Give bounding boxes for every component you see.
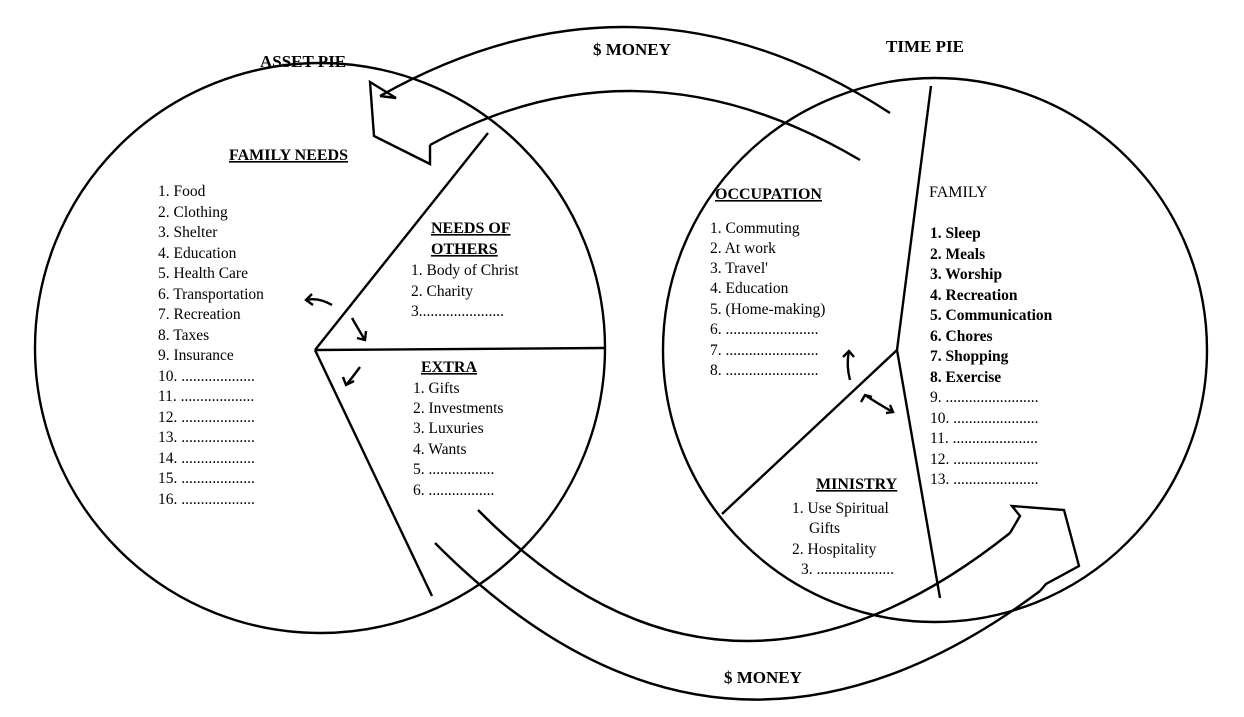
asset-pie-divider-middle [314, 346, 605, 352]
list-item: 13. ................... [158, 429, 255, 446]
list-item: 5. Communication [930, 307, 1053, 324]
list-item: 8. ........................ [710, 362, 819, 379]
list-item: 11. ................... [158, 388, 254, 405]
money-arrow-top-inner [429, 89, 861, 162]
list-item: 7. Recreation [158, 306, 241, 323]
money-arrow-top [368, 25, 891, 166]
list-item: 10. ...................... [930, 410, 1039, 427]
time-pie-divider-family-lower [895, 349, 942, 599]
arrow-icon [864, 394, 894, 414]
money-arrow-top-outer [379, 25, 891, 115]
arrow-icon [341, 376, 355, 387]
arrow-icon [859, 393, 873, 403]
list-item: 3. Worship [930, 266, 1002, 283]
list-item: 12. ................... [158, 409, 255, 426]
time-pie-divider-occupation [721, 349, 898, 515]
list-item: 4. Education [710, 280, 789, 297]
asset-pie-divider-upper [314, 132, 489, 351]
list-item: 14. ................... [158, 450, 255, 467]
list-item: 1. Sleep [930, 225, 981, 242]
list-item: 2. Clothing [158, 204, 228, 221]
arrow-icon [304, 293, 314, 306]
time-pie-label: TIME PIE [886, 37, 964, 56]
money-arrow-bottom [434, 504, 1081, 701]
list-item: 2. Charity [411, 283, 473, 300]
list-item: 3. Travel' [710, 260, 768, 277]
list-item: 6. ................. [413, 482, 494, 499]
family-needs-list: 1. Food 2. Clothing 3. Shelter 4. Educat… [158, 183, 264, 508]
extra-title: EXTRA [421, 359, 477, 376]
list-item: 10. ................... [158, 368, 255, 385]
money-arrow-bottom-inner [477, 509, 1011, 643]
extra-list: 1. Gifts 2. Investments 3. Luxuries 4. W… [413, 380, 503, 499]
money-arrow-bottom-head [1008, 504, 1081, 592]
list-item: 8. Exercise [930, 369, 1001, 386]
list-item: 3. Shelter [158, 224, 218, 241]
list-item: 5. Health Care [158, 265, 248, 282]
arrow-icon [842, 349, 855, 358]
time-pie-divider-family [895, 85, 933, 351]
list-item: 15. ................... [158, 470, 255, 487]
family-title: FAMILY [929, 184, 988, 201]
list-item: 5. ................. [413, 461, 494, 478]
list-item: 7. Shopping [930, 348, 1009, 365]
arrow-icon [356, 330, 368, 342]
family-list: 1. Sleep 2. Meals 3. Worship 4. Recreati… [930, 225, 1053, 488]
list-item: 1. Food [158, 183, 206, 200]
asset-pie-circle [33, 61, 607, 635]
list-item: 5. (Home-making) [710, 301, 825, 318]
list-item: 1. Use Spiritual [792, 500, 889, 517]
arrow-icon [846, 350, 852, 381]
list-item: 9. ........................ [930, 389, 1039, 406]
list-item: 16. ................... [158, 491, 255, 508]
list-item: 12. ...................... [930, 451, 1039, 468]
arrow-icon [885, 404, 895, 415]
list-item: 1. Commuting [710, 220, 800, 237]
asset-pie-label: ASSET PIE [260, 52, 346, 71]
time-pie-circle [661, 76, 1209, 624]
needs-of-others-title-line2: OTHERS [431, 241, 498, 258]
list-item: 6. Transportation [158, 286, 264, 303]
list-item: 9. Insurance [158, 347, 234, 364]
list-item: 3. Luxuries [413, 420, 484, 437]
small-arrows [304, 293, 895, 415]
money-label-bottom: $ MONEY [724, 668, 802, 687]
money-arrow-top-head [368, 79, 432, 166]
list-item: 3. .................... [801, 561, 894, 578]
list-item: 3...................... [411, 303, 504, 320]
list-item: 8. Taxes [158, 327, 209, 344]
ministry-list: 1. Use Spiritual Gifts 2. Hospitality 3.… [792, 500, 894, 578]
list-item: 7. ........................ [710, 342, 819, 359]
list-item: 4. Education [158, 245, 237, 262]
ministry-title: MINISTRY [816, 476, 898, 493]
occupation-list: 1. Commuting 2. At work 3. Travel' 4. Ed… [710, 220, 825, 379]
list-item: 2. Meals [930, 246, 985, 263]
list-item: 1. Gifts [413, 380, 460, 397]
list-item: Gifts [809, 520, 840, 537]
occupation-title: OCCUPATION [715, 186, 822, 203]
list-item: 1. Body of Christ [411, 262, 519, 279]
list-item: 2. Hospitality [792, 541, 877, 558]
needs-of-others-list: 1. Body of Christ 2. Charity 3..........… [411, 262, 519, 320]
asset-pie-divider-lower [313, 349, 434, 597]
list-item: 11. ...................... [930, 430, 1038, 447]
list-item: 6. Chores [930, 328, 993, 345]
asset-pie [33, 61, 607, 635]
needs-of-others-title-line1: NEEDS OF [431, 220, 511, 237]
money-arrow-bottom-outer [434, 542, 1041, 701]
time-pie [661, 76, 1209, 624]
list-item: 13. ...................... [930, 471, 1039, 488]
arrow-icon [350, 317, 367, 341]
list-item: 2. Investments [413, 400, 503, 417]
money-label-top: $ MONEY [593, 40, 671, 59]
family-needs-title: FAMILY NEEDS [229, 147, 348, 164]
list-item: 4. Wants [413, 441, 467, 458]
list-item: 4. Recreation [930, 287, 1018, 304]
list-item: 6. ........................ [710, 321, 819, 338]
list-item: 2. At work [710, 240, 776, 257]
